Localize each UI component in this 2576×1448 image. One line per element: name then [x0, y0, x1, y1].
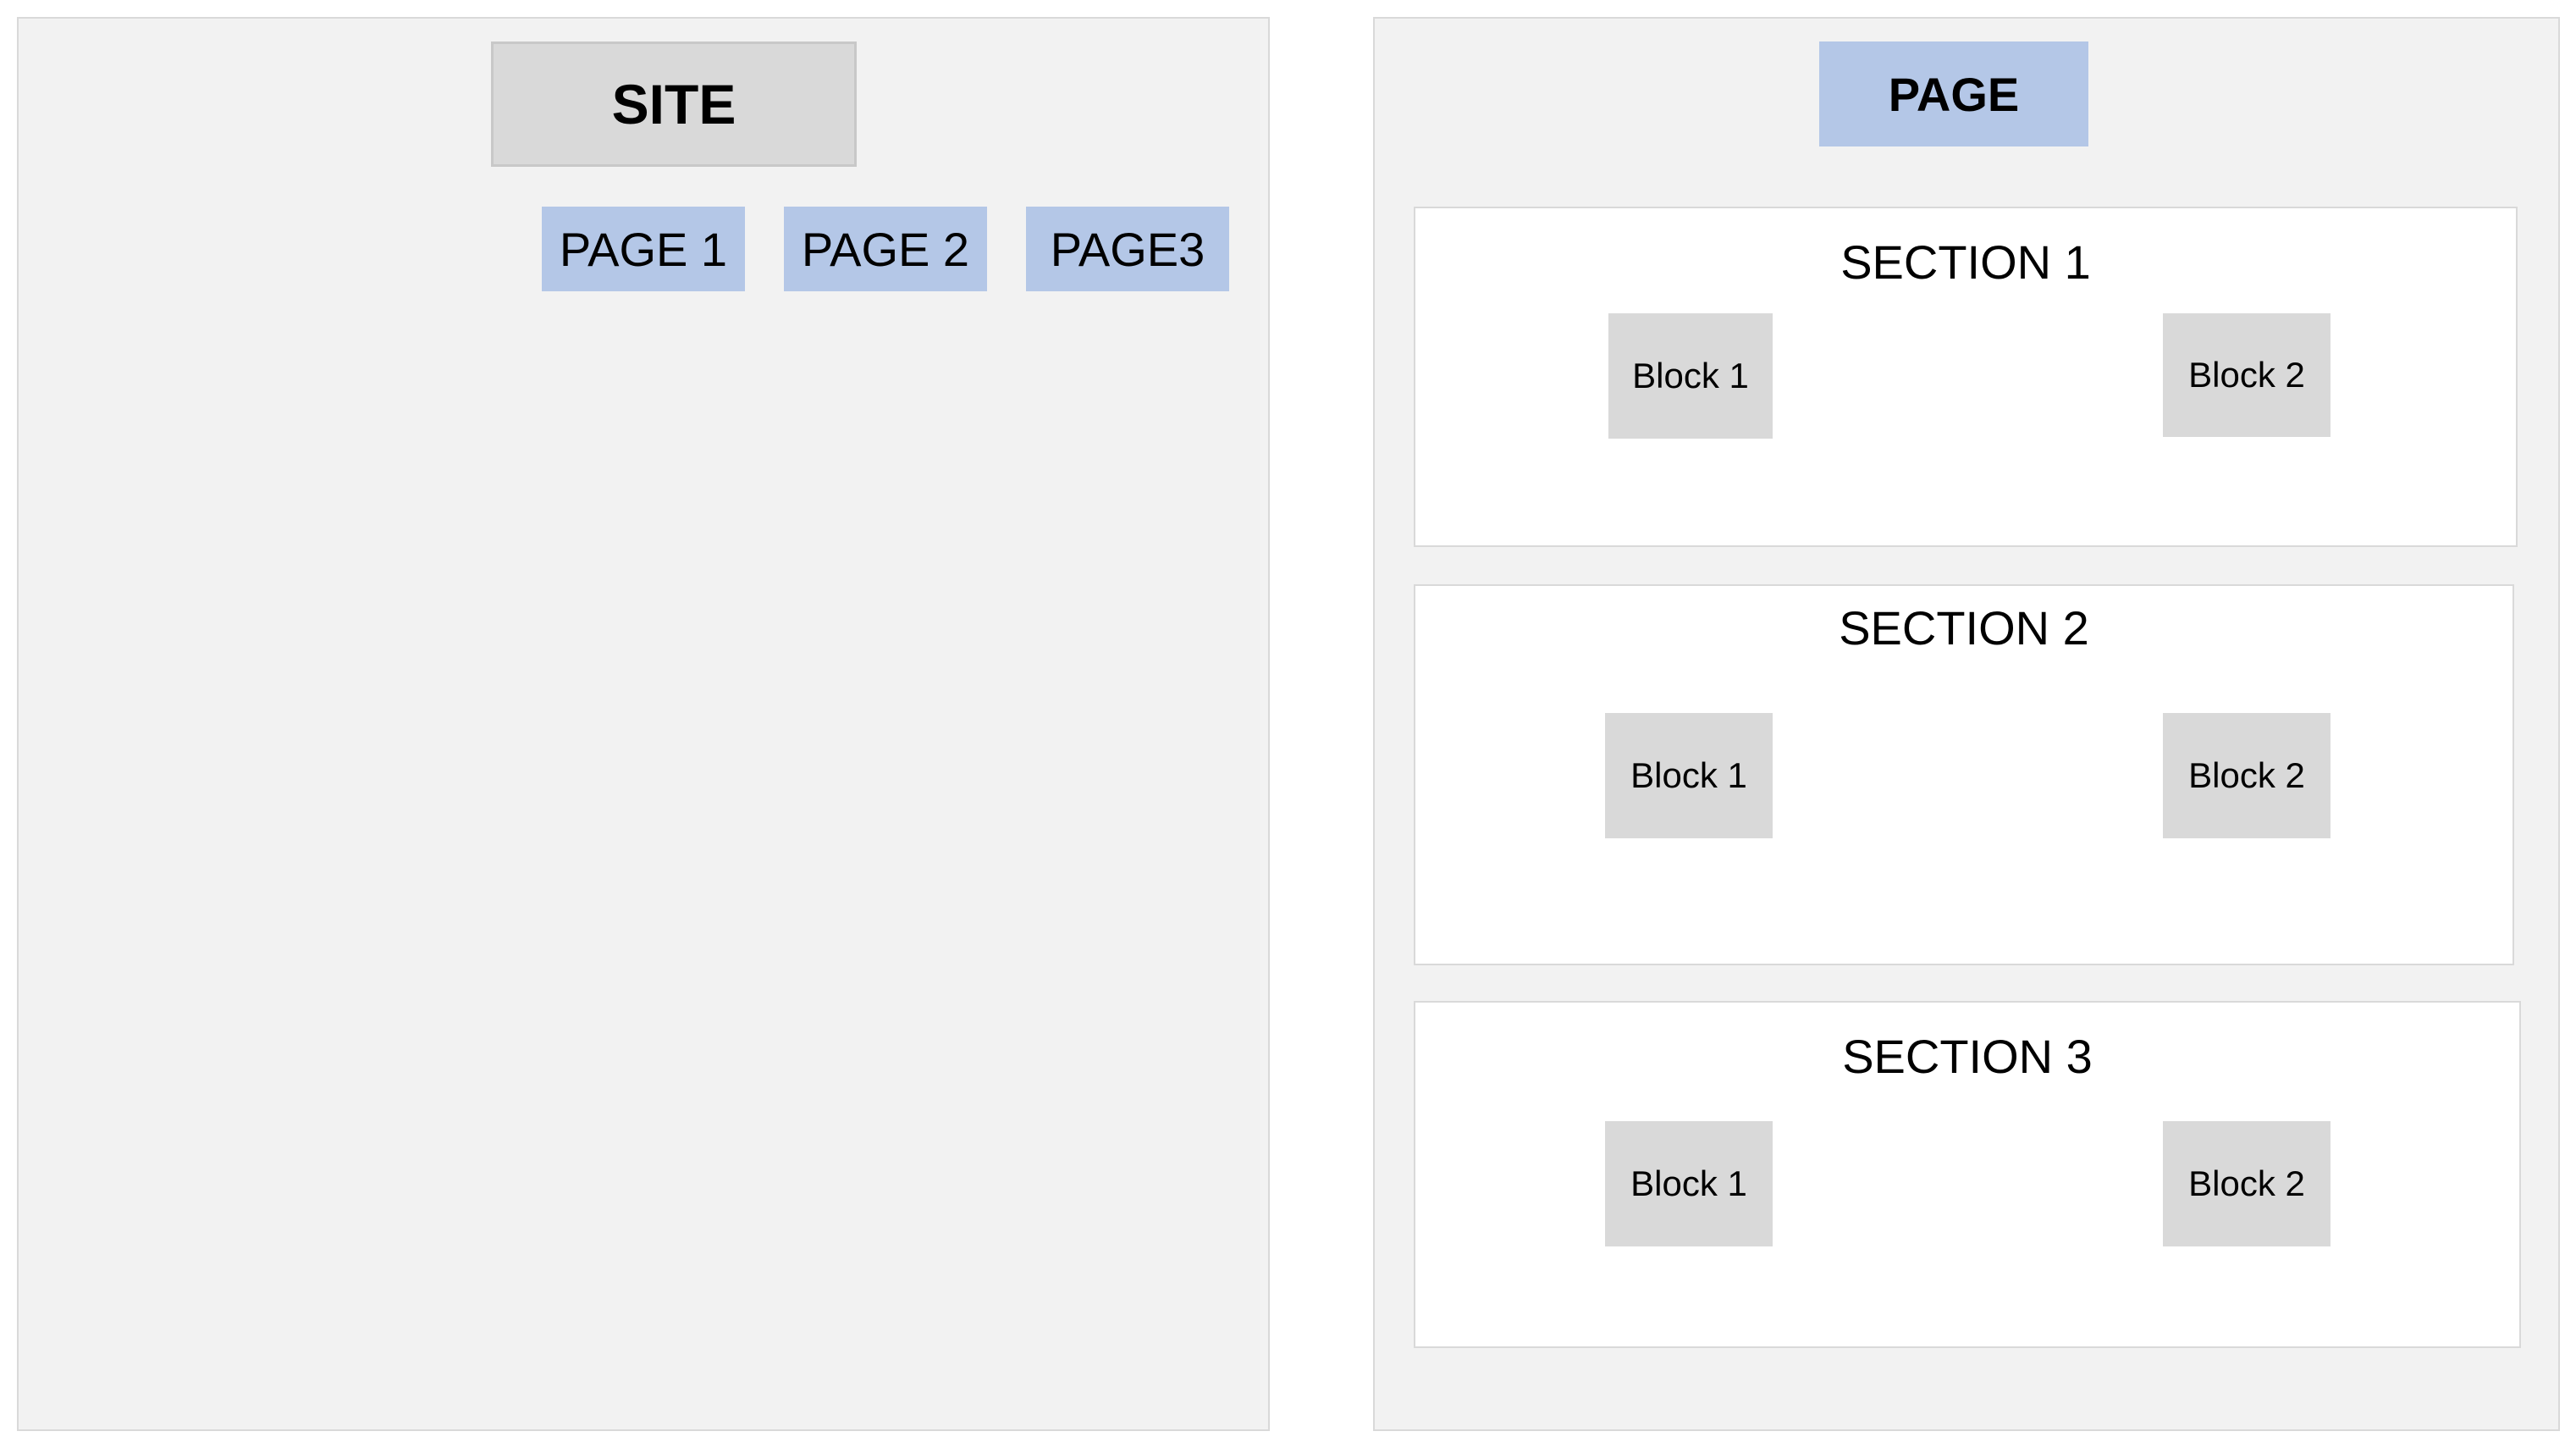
- section-1-block-1: Block 1: [1608, 313, 1773, 439]
- site-page-1[interactable]: PAGE 1: [542, 207, 745, 291]
- site-page-3[interactable]: PAGE3: [1026, 207, 1229, 291]
- section-2-block-2: Block 2: [2163, 713, 2331, 838]
- page-panel: PAGE SECTION 1 Block 1 Block 2 SECTION 2…: [1373, 17, 2560, 1431]
- section-2-block-1: Block 1: [1605, 713, 1773, 838]
- section-2: SECTION 2 Block 1 Block 2: [1414, 584, 2514, 965]
- section-3: SECTION 3 Block 1 Block 2: [1414, 1001, 2521, 1348]
- section-3-block-1: Block 1: [1605, 1121, 1773, 1246]
- section-2-label: SECTION 2: [1839, 601, 2089, 655]
- section-1: SECTION 1 Block 1 Block 2: [1414, 207, 2518, 547]
- section-1-block-2: Block 2: [2163, 313, 2331, 437]
- site-title-box: SITE: [491, 41, 857, 167]
- site-page-2[interactable]: PAGE 2: [784, 207, 987, 291]
- page-title-box: PAGE: [1819, 41, 2088, 146]
- section-1-label: SECTION 1: [1840, 235, 2091, 289]
- section-3-block-2: Block 2: [2163, 1121, 2331, 1246]
- section-3-label: SECTION 3: [1842, 1030, 2093, 1083]
- site-panel: SITE PAGE 1 PAGE 2 PAGE3: [17, 17, 1270, 1431]
